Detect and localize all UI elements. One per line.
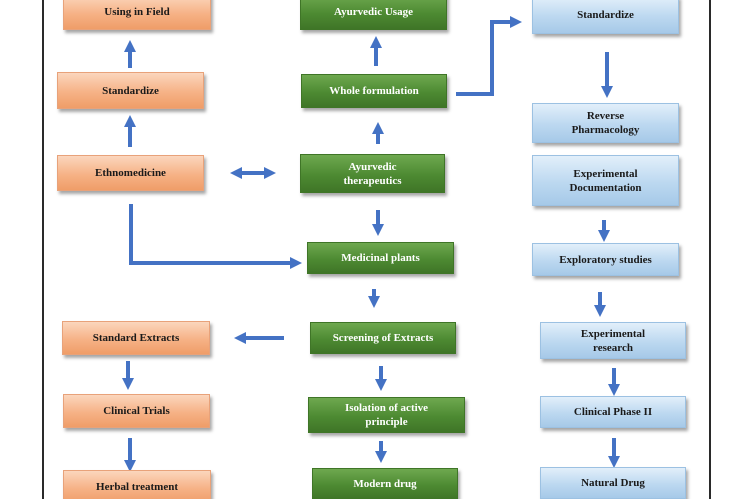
box-ayurvedic-usage: Ayurvedic Usage — [300, 0, 447, 30]
box-clinical-trials: Clinical Trials — [63, 394, 210, 428]
box-label: Medicinal plants — [341, 252, 420, 264]
box-label-line2: principle — [365, 416, 408, 428]
box-label: Clinical Phase II — [573, 406, 653, 418]
box-label: Standardize — [577, 9, 634, 21]
box-label: Ayurvedic Usage — [334, 6, 413, 18]
box-label: Exploratory studies — [559, 253, 652, 266]
box-right-standardize: Standardize — [532, 0, 679, 34]
box-label-line1: Experimental — [573, 167, 638, 180]
box-label: Modern drug — [353, 478, 417, 490]
box-label: Whole formulation — [329, 85, 419, 97]
box-label-line1: Ayurvedic — [348, 160, 397, 173]
box-ethnomedicine: Ethnomedicine — [57, 155, 204, 191]
box-exploratory-studies: Exploratory studies — [532, 243, 679, 276]
box-label: Clinical Trials — [103, 405, 170, 417]
box-screening-of-extracts: Screening of Extracts — [310, 322, 456, 354]
box-label: Natural Drug — [581, 477, 645, 489]
arrow-formulation-to-right-standardize — [456, 16, 522, 96]
box-label: Standardize — [102, 84, 159, 97]
box-label-line2: therapeutics — [343, 174, 402, 187]
box-using-in-field: Using in Field — [63, 0, 211, 30]
box-herbal-treatment: Herbal treatment — [63, 470, 211, 499]
box-label: Standard Extracts — [92, 332, 180, 344]
box-natural-drug: Natural Drug — [540, 467, 686, 499]
box-modern-drug: Modern drug — [312, 468, 458, 499]
box-left-standardize: Standardize — [57, 72, 204, 109]
frame-left-border — [42, 0, 44, 499]
box-standard-extracts: Standard Extracts — [62, 321, 210, 355]
arrow-ethno-to-plants — [129, 204, 302, 269]
box-label-line1: Experimental — [580, 327, 646, 340]
box-label-line2: Documentation — [569, 181, 642, 194]
frame-right-border — [709, 0, 711, 499]
box-label-line1: Reverse — [586, 110, 625, 122]
box-label-line2: research — [593, 341, 633, 354]
box-label-line2: Pharmacology — [571, 124, 640, 136]
box-whole-formulation: Whole formulation — [301, 74, 447, 108]
box-label: Using in Field — [104, 6, 170, 18]
box-label: Herbal treatment — [96, 481, 178, 493]
box-clinical-phase-ii: Clinical Phase II — [540, 396, 686, 428]
box-label-line1: Isolation of active — [344, 402, 429, 414]
box-isolation-of-active-principle: Isolation of active principle — [308, 397, 465, 433]
box-label: Screening of Extracts — [332, 332, 434, 344]
box-label: Ethnomedicine — [95, 167, 166, 179]
box-medicinal-plants: Medicinal plants — [307, 242, 454, 274]
